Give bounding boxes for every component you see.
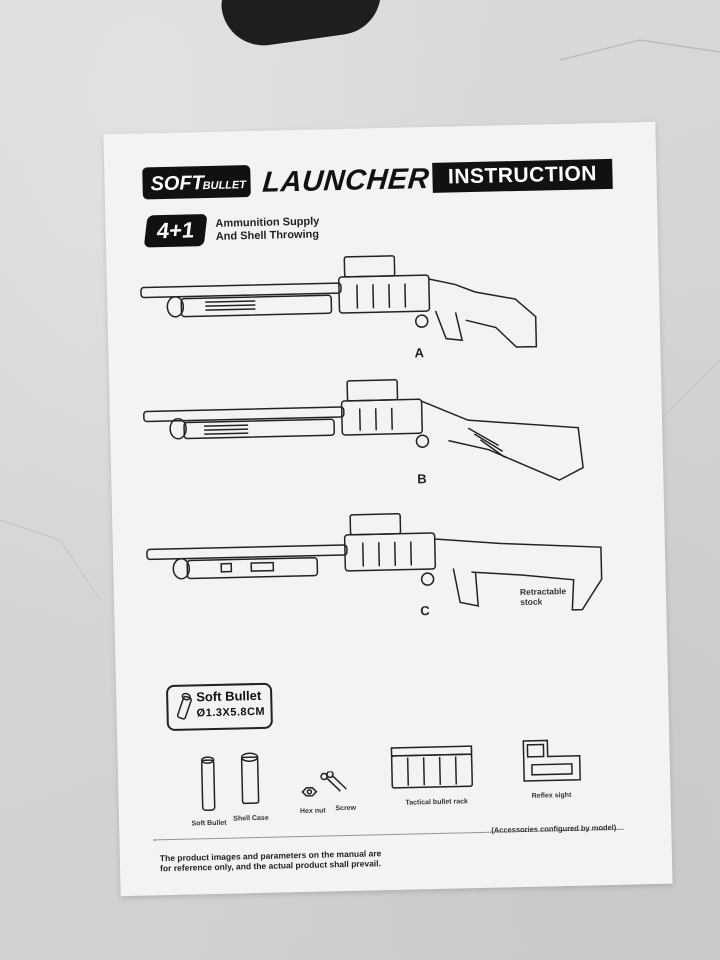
soft-bullet-part-icon <box>200 756 216 811</box>
model-c-label: C <box>420 603 430 619</box>
brand-logo-icon: SOFT BULLET <box>142 165 251 200</box>
instruction-title: INSTRUCTION <box>432 158 613 193</box>
soft-bullet-spec: Soft Bullet Ø1.3X5.8CM <box>165 682 273 732</box>
soft-bullet-title: Soft Bullet <box>196 687 262 705</box>
hex-nut-screw-icon <box>301 770 347 797</box>
retractable-stock-note: Retractable stock <box>519 585 567 608</box>
reflex-sight-icon <box>522 739 581 782</box>
tactical-bullet-rack-label: Tactical bullet rack <box>405 798 468 807</box>
shotgun-a-drawing <box>140 255 538 348</box>
model-a-label: A <box>414 345 425 361</box>
soft-bullet-dims: Ø1.3X5.8CM <box>196 705 266 720</box>
svg-text:SOFT: SOFT <box>150 172 206 195</box>
disclaimer: The product images and parameters on the… <box>160 846 460 873</box>
sheet-header: SOFT BULLET LAUNCHER INSTRUCTION <box>134 153 617 208</box>
tactical-bullet-rack-icon <box>390 745 474 789</box>
soft-bullet-part-label: Soft Bullet <box>191 819 227 828</box>
accessories-config-note: (Accessories configured by model) <box>491 822 617 835</box>
shell-case-icon <box>240 752 260 805</box>
badge-line-2: And Shell Throwing <box>215 228 320 243</box>
screw-label: Screw <box>335 804 357 813</box>
badge-description: Ammunition Supply And Shell Throwing <box>215 215 319 243</box>
bullet-icon <box>176 692 192 720</box>
shotgun-b-drawing <box>143 379 584 481</box>
svg-text:BULLET: BULLET <box>202 179 247 192</box>
reflex-sight-label: Reflex sight <box>531 791 572 800</box>
ammo-badge: 4+1 <box>143 214 208 248</box>
shell-case-label: Shell Case <box>233 814 269 823</box>
shotgun-c-drawing <box>146 513 603 611</box>
hex-nut-label: Hex nut <box>299 807 326 816</box>
instruction-sheet: SOFT BULLET LAUNCHER INSTRUCTION 4+1 Amm… <box>103 121 673 897</box>
launcher-title: LAUNCHER <box>261 162 431 199</box>
model-b-label: B <box>417 471 427 487</box>
